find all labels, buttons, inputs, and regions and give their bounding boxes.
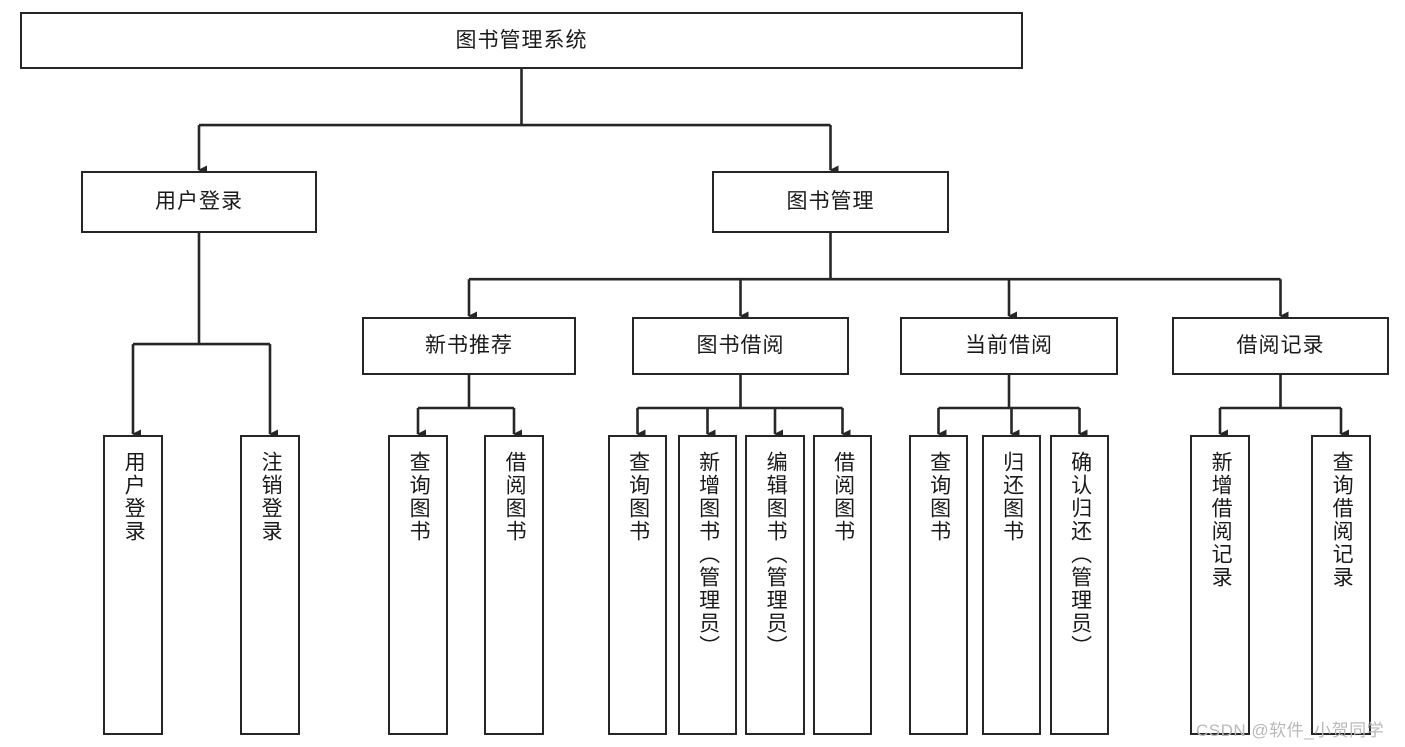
leaf-edit-book-label: 编辑图书（管理员）: [764, 451, 788, 658]
node-book-borrow-label: 图书借阅: [696, 334, 785, 358]
leaf-add-borrow-record[interactable]: 新增借阅记录: [1190, 435, 1250, 735]
node-new-book-recommend[interactable]: 新书推荐: [362, 317, 576, 375]
leaf-confirm-return[interactable]: 确认归还（管理员）: [1050, 435, 1109, 735]
leaf-return-book[interactable]: 归还图书: [982, 435, 1041, 735]
leaf-query-book-recommend[interactable]: 查询图书: [388, 435, 448, 735]
node-new-book-recommend-label: 新书推荐: [425, 334, 513, 358]
leaf-query-book-current-label: 查询图书: [927, 451, 951, 543]
leaf-query-book-current[interactable]: 查询图书: [909, 435, 968, 735]
node-current-borrow-label: 当前借阅: [965, 334, 1053, 358]
leaf-borrow-book-label: 借阅图书: [831, 451, 855, 543]
leaf-query-book-borrow[interactable]: 查询图书: [608, 435, 667, 735]
leaf-add-book[interactable]: 新增图书（管理员）: [678, 435, 737, 735]
node-root[interactable]: 图书管理系统: [20, 12, 1023, 69]
leaf-query-borrow-record[interactable]: 查询借阅记录: [1311, 435, 1371, 735]
leaf-borrow-book[interactable]: 借阅图书: [813, 435, 872, 735]
node-book-manage-label: 图书管理: [786, 190, 875, 214]
node-user-login-label: 用户登录: [155, 190, 243, 214]
leaf-query-borrow-record-label: 查询借阅记录: [1330, 451, 1354, 589]
node-borrow-record[interactable]: 借阅记录: [1172, 317, 1389, 375]
leaf-borrow-book-recommend[interactable]: 借阅图书: [484, 435, 544, 735]
node-book-borrow[interactable]: 图书借阅: [632, 317, 849, 375]
leaf-logout-label: 注销登录: [259, 451, 283, 543]
leaf-logout[interactable]: 注销登录: [240, 435, 300, 735]
leaf-query-book-recommend-label: 查询图书: [407, 451, 431, 543]
leaf-edit-book[interactable]: 编辑图书（管理员）: [745, 435, 805, 735]
leaf-query-book-borrow-label: 查询图书: [626, 451, 650, 543]
node-borrow-record-label: 借阅记录: [1236, 334, 1325, 358]
leaf-confirm-return-label: 确认归还（管理员）: [1068, 451, 1092, 658]
leaf-borrow-book-recommend-label: 借阅图书: [503, 451, 527, 543]
leaf-user-login[interactable]: 用户登录: [103, 435, 163, 735]
node-user-login[interactable]: 用户登录: [81, 171, 317, 233]
leaf-add-book-label: 新增图书（管理员）: [696, 451, 720, 658]
leaf-add-borrow-record-label: 新增借阅记录: [1209, 451, 1233, 589]
leaf-return-book-label: 归还图书: [1000, 451, 1024, 543]
leaf-user-login-label: 用户登录: [122, 451, 146, 543]
node-root-label: 图书管理系统: [455, 28, 588, 52]
node-book-manage[interactable]: 图书管理: [712, 171, 949, 233]
node-current-borrow[interactable]: 当前借阅: [900, 317, 1118, 375]
